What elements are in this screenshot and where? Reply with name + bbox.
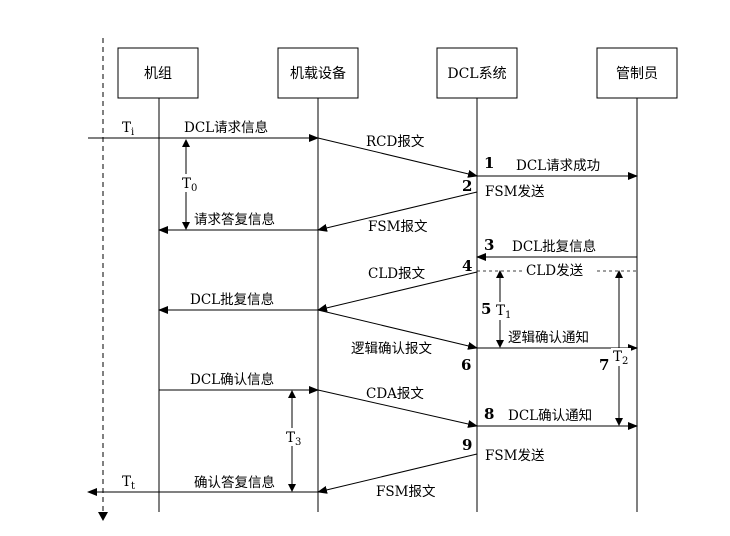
msg-confirm-reply-info: 确认答复信息 (194, 474, 275, 491)
arrow-cda-msg (317, 389, 478, 428)
arrow-cld-msg (317, 271, 478, 312)
msg-logical-ack: 逻辑确认报文 (351, 341, 432, 357)
arrow-rcd-msg (317, 137, 478, 178)
participant-airborne: 机载设备 (277, 47, 359, 99)
msg-cld-send: CLD发送 (526, 263, 584, 279)
timer-t3: T3 (286, 430, 301, 448)
messages: DCL请求信息 RCD报文 DCL请求成功 FSM发送 FSM报文 请求答复信息… (87, 119, 638, 500)
timer-tt: Tt (122, 474, 135, 492)
participant-label: 管制员 (616, 66, 658, 82)
participant-label: 机载设备 (290, 65, 346, 82)
timer-t0: T0 (182, 176, 197, 194)
msg-cda: CDA报文 (366, 386, 424, 402)
step-number: 1 (484, 154, 494, 172)
msg-dcl-approval-crew: DCL批复信息 (190, 291, 274, 308)
time-axis-arrow-icon (98, 512, 108, 521)
msg-dcl-approval-ctrl: DCL批复信息 (512, 238, 596, 255)
step-numbers: 1 2 3 4 5 6 7 8 9 (461, 154, 609, 454)
step-number: 6 (461, 356, 471, 374)
participant-aircrew: 机组 (117, 47, 199, 99)
step-number: 2 (462, 177, 472, 195)
timers: Ti T0 T1 T2 T3 Tt (122, 120, 631, 492)
step-number: 8 (484, 405, 494, 423)
timer-ti: Ti (122, 120, 134, 138)
step-number: 7 (599, 356, 609, 374)
participant-label: 机组 (144, 66, 172, 82)
arrow-fsm-msg-1 (317, 191, 478, 232)
arrow-fsm-msg-2 (317, 453, 478, 494)
participant-controller: 管制员 (596, 47, 678, 99)
msg-fsm-msg-1: FSM报文 (368, 219, 428, 235)
time-axis (98, 38, 108, 521)
step-number: 3 (484, 236, 494, 254)
msg-dcl-confirm-notice: DCL确认通知 (508, 407, 592, 424)
step-number: 5 (481, 300, 491, 318)
msg-fsm-send-2: FSM发送 (485, 448, 545, 464)
timer-t2: T2 (613, 349, 628, 367)
step-number: 4 (462, 257, 472, 275)
msg-fsm-send-1: FSM发送 (485, 184, 545, 200)
msg-dcl-request-success: DCL请求成功 (516, 158, 600, 174)
msg-fsm-msg-2: FSM报文 (376, 484, 436, 500)
msg-request-reply-info: 请求答复信息 (194, 211, 275, 228)
msg-rcd: RCD报文 (366, 134, 425, 150)
msg-logical-ack-notice: 逻辑确认通知 (508, 329, 589, 346)
msg-dcl-confirm-info: DCL确认信息 (190, 371, 274, 388)
step-number: 9 (462, 436, 472, 454)
timer-t1: T1 (496, 303, 511, 321)
msg-dcl-request-info: DCL请求信息 (184, 119, 268, 136)
msg-cld: CLD报文 (368, 266, 426, 282)
participant-label: DCL系统 (447, 66, 506, 82)
arrow-logical-ack-msg (317, 309, 478, 350)
participant-dcl: DCL系统 (436, 47, 518, 99)
